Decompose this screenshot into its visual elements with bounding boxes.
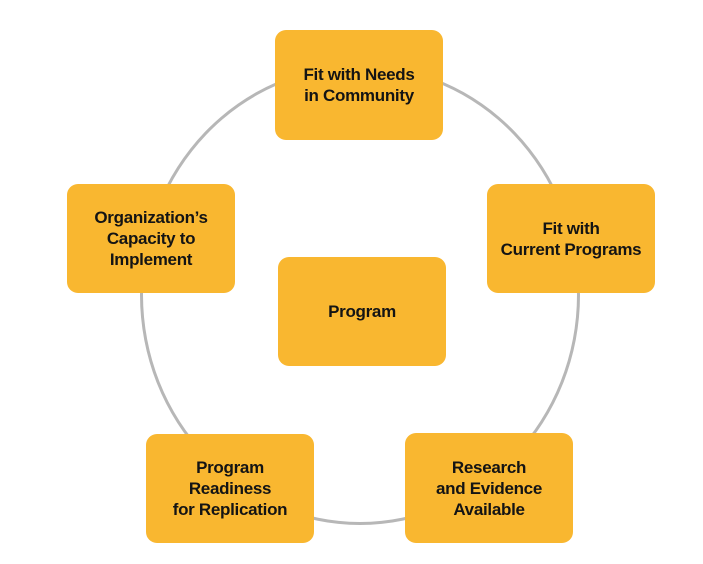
node-program-readiness: Program Readiness for Replication — [146, 434, 314, 543]
node-label: Organization’s Capacity to Implement — [94, 208, 208, 269]
node-fit-with-current-programs: Fit with Current Programs — [487, 184, 655, 293]
node-research-evidence: Research and Evidence Available — [405, 433, 573, 543]
node-label: Fit with Needs in Community — [303, 65, 415, 105]
node-label: Program — [328, 302, 396, 321]
node-program-center: Program — [278, 257, 446, 366]
node-organization-capacity: Organization’s Capacity to Implement — [67, 184, 235, 293]
node-label: Program Readiness for Replication — [172, 458, 288, 519]
node-label: Fit with Current Programs — [500, 218, 642, 259]
node-label: Research and Evidence Available — [436, 457, 542, 519]
node-fit-with-needs: Fit with Needs in Community — [275, 30, 443, 140]
